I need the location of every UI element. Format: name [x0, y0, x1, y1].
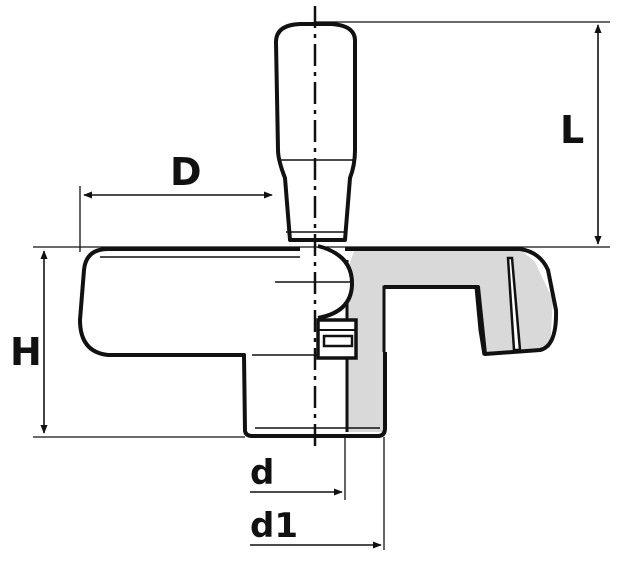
label-bore-d1: d1: [250, 506, 298, 546]
label-d-diameter: D: [170, 150, 202, 194]
label-h: H: [10, 330, 42, 374]
wheel-outline-right: [345, 247, 559, 356]
section-cutout-upper: [382, 285, 486, 356]
bush-insert: [322, 334, 354, 348]
label-l: L: [560, 108, 584, 152]
dimension-lines: [40, 24, 602, 549]
handwheel: [78, 244, 559, 438]
label-bore-d: d: [250, 453, 274, 493]
wheel-outline: [78, 247, 387, 438]
